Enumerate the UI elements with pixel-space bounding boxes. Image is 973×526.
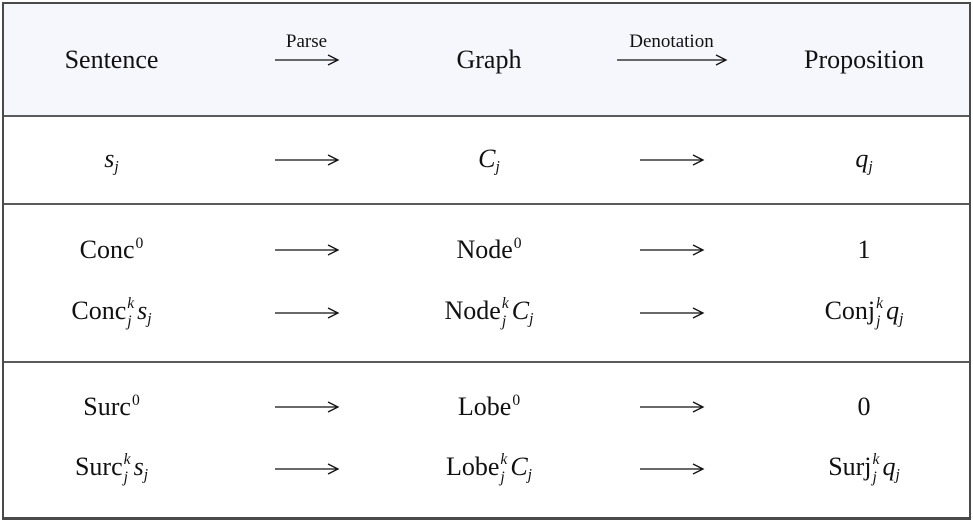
right-arrow-icon bbox=[274, 153, 340, 167]
right-arrow-icon bbox=[639, 400, 705, 414]
math-subscript: j bbox=[872, 469, 877, 487]
math-superscript: k bbox=[127, 295, 135, 313]
math-subscript: j bbox=[143, 466, 149, 484]
proposition-expression: 0 bbox=[858, 392, 871, 422]
column-header-proposition: Proposition bbox=[804, 44, 924, 74]
math-subscript: j bbox=[114, 158, 119, 176]
right-arrow-icon bbox=[274, 400, 340, 414]
math-var: s bbox=[133, 451, 144, 481]
graph-expression: Node0 bbox=[456, 235, 521, 265]
sentence-expression: sj bbox=[104, 144, 118, 176]
graph-expression: Cj bbox=[478, 144, 500, 176]
table-line: Surc0 Lobe0 0 bbox=[4, 392, 969, 422]
math-base: Surj bbox=[828, 451, 872, 481]
math-base: Lobe bbox=[457, 392, 512, 422]
math-subscript: j bbox=[868, 158, 873, 176]
math-subscript: j bbox=[501, 313, 507, 331]
math-value: 0 bbox=[857, 392, 871, 422]
right-arrow-icon bbox=[639, 153, 705, 167]
math-base: Node bbox=[444, 295, 501, 325]
math-var: C bbox=[510, 451, 528, 481]
right-arrow-icon bbox=[639, 243, 705, 257]
parse-label: Parse bbox=[285, 30, 328, 52]
denotation-label: Denotation bbox=[629, 30, 714, 52]
math-subscript: j bbox=[527, 466, 533, 484]
math-var: C bbox=[511, 295, 530, 325]
right-arrow-icon bbox=[274, 306, 340, 320]
math-var: q bbox=[882, 451, 896, 481]
math-subscript: j bbox=[127, 313, 132, 331]
sentence-expression: Conc0 bbox=[80, 235, 144, 265]
math-base: Conc bbox=[79, 235, 135, 265]
math-base: Node bbox=[456, 235, 513, 265]
right-arrow-icon bbox=[274, 462, 340, 476]
math-base: Lobe bbox=[445, 451, 500, 481]
math-var: q bbox=[886, 295, 900, 325]
math-superscript: 0 bbox=[131, 392, 140, 410]
table-line: Conc0 Node0 1 bbox=[4, 235, 969, 265]
right-arrow-icon bbox=[274, 53, 340, 67]
table-line: sj Cj qj bbox=[4, 117, 969, 205]
math-subscript: j bbox=[495, 158, 500, 176]
math-subscript: j bbox=[876, 313, 881, 331]
math-var: s bbox=[137, 295, 148, 325]
math-superscript: 0 bbox=[513, 235, 522, 253]
math-base: Surc bbox=[74, 451, 123, 481]
math-superscript: k bbox=[872, 451, 880, 469]
math-value: 1 bbox=[857, 235, 871, 265]
math-var: C bbox=[478, 143, 496, 173]
right-arrow-icon bbox=[639, 462, 705, 476]
proposition-expression: 1 bbox=[858, 235, 871, 265]
column-header-graph: Graph bbox=[456, 44, 522, 74]
math-subscript: j bbox=[123, 469, 128, 487]
math-superscript: k bbox=[123, 451, 131, 469]
denotation-arrow-group: Denotation bbox=[584, 4, 759, 115]
math-subscript: j bbox=[500, 469, 505, 487]
math-superscript: k bbox=[501, 295, 509, 313]
math-base: Conc bbox=[71, 295, 127, 325]
math-superscript: 0 bbox=[512, 392, 521, 410]
header-row: Sentence Parse Graph Denotation Proposit… bbox=[4, 4, 969, 117]
proposition-expression: qj bbox=[855, 144, 872, 176]
graph-expression: Lobe0 bbox=[458, 392, 520, 422]
math-subscript: j bbox=[899, 310, 904, 328]
math-var: q bbox=[855, 143, 869, 173]
math-subscript: j bbox=[895, 466, 900, 484]
right-arrow-icon bbox=[639, 306, 705, 320]
right-arrow-icon bbox=[616, 53, 728, 67]
math-base: Surc bbox=[83, 392, 131, 422]
right-arrow-icon bbox=[274, 243, 340, 257]
math-superscript: 0 bbox=[135, 235, 144, 253]
math-superscript: k bbox=[500, 451, 508, 469]
math-superscript: k bbox=[876, 295, 884, 313]
parse-arrow-group: Parse bbox=[219, 4, 394, 115]
column-header-sentence: Sentence bbox=[64, 44, 159, 74]
math-subscript: j bbox=[147, 310, 152, 328]
math-subscript: j bbox=[529, 310, 534, 328]
math-base: Conj bbox=[824, 295, 876, 325]
math-var: s bbox=[104, 143, 115, 173]
sentence-expression: Surc0 bbox=[83, 392, 139, 422]
